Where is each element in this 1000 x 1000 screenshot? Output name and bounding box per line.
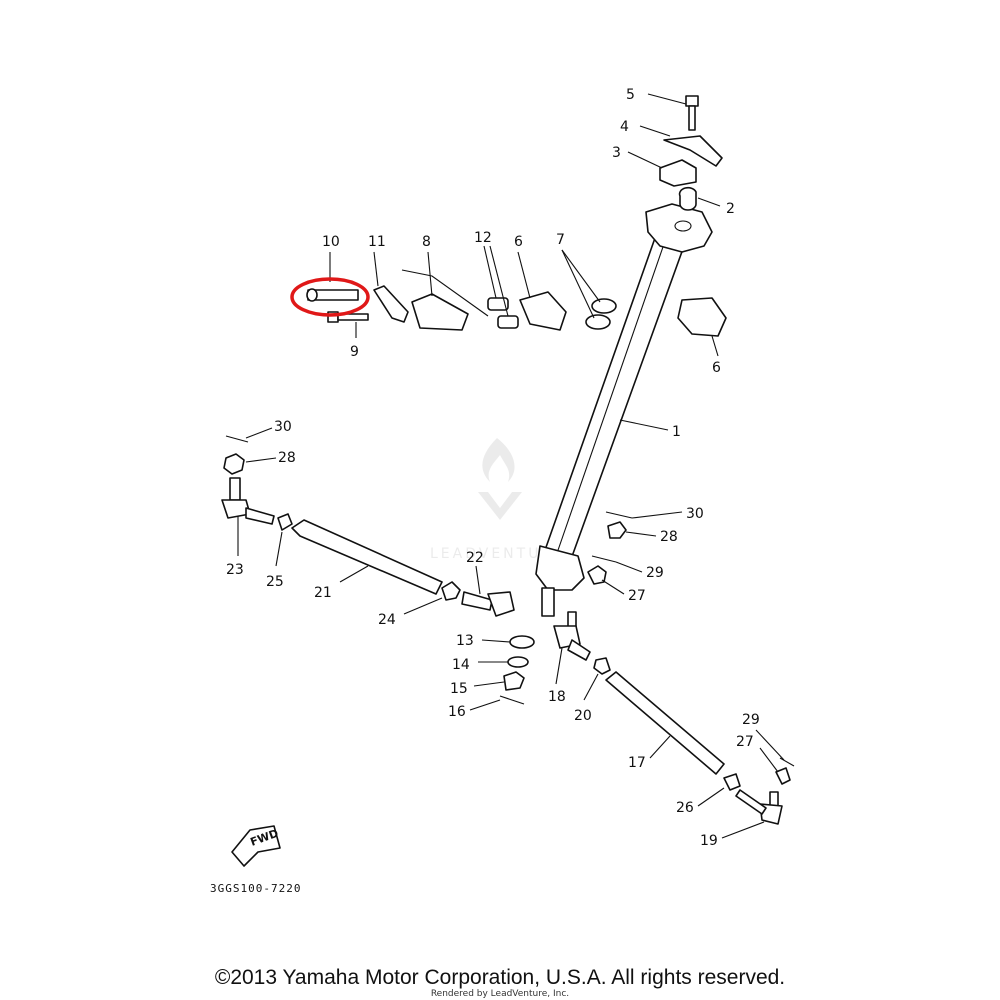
part-label: 1 <box>672 424 681 440</box>
part-label: 21 <box>314 585 332 601</box>
link <box>373 285 409 323</box>
part-label: 23 <box>226 562 244 578</box>
part-label: 5 <box>626 87 635 103</box>
nut-26 <box>277 513 293 531</box>
part-label: 30 <box>686 506 704 522</box>
part-label: 6 <box>712 360 721 376</box>
rod-end-bottom <box>735 789 783 825</box>
nut-28-right <box>607 521 627 539</box>
washer-14 <box>507 656 529 668</box>
highlight-ring <box>290 277 370 317</box>
stopper-bracket <box>401 269 489 331</box>
holder-plate <box>663 135 723 167</box>
bolt-9 <box>327 311 369 323</box>
part-label: 20 <box>574 708 592 724</box>
part-label: 28 <box>660 529 678 545</box>
cotter-pin-29-right <box>591 555 617 563</box>
svg-text:LEADVENTURE: LEADVENTURE <box>430 546 566 562</box>
bearing-holder-half <box>519 291 567 331</box>
part-label: 13 <box>456 633 474 649</box>
part-label: 30 <box>274 419 292 435</box>
rod-end-right <box>553 611 591 661</box>
part-label: 15 <box>450 681 468 697</box>
leadventure-watermark: LEADVENTURE <box>430 438 566 562</box>
part-label: 24 <box>378 612 396 628</box>
steering-column <box>535 203 713 617</box>
collar <box>306 288 359 302</box>
part-labels: 5 4 3 2 10 11 8 12 6 7 9 6 1 30 28 23 25… <box>226 87 760 849</box>
nut-28-left <box>223 453 245 475</box>
part-label: 16 <box>448 704 466 720</box>
rod-end-center <box>461 591 515 617</box>
part-label: 29 <box>646 565 664 581</box>
diagram-code: 3GGS100-7220 <box>210 882 301 895</box>
cotter-pin-16 <box>499 695 525 705</box>
column-holder <box>659 159 697 187</box>
collars <box>487 297 519 329</box>
bolt-5 <box>685 95 699 131</box>
nut-27-bottom <box>775 767 791 785</box>
part-label: 27 <box>628 588 646 604</box>
cotter-pin-30-left <box>225 435 249 443</box>
part-label: 8 <box>422 234 431 250</box>
part-label: 22 <box>466 550 484 566</box>
nut-21 <box>723 773 741 791</box>
tie-rod-right <box>605 671 725 775</box>
cotter-pin-29-bottom <box>779 757 795 767</box>
part-label: 17 <box>628 755 646 771</box>
nut-20 <box>593 657 611 675</box>
copyright-notice: ©2013 Yamaha Motor Corporation, U.S.A. A… <box>214 966 786 989</box>
rod-end-left <box>221 477 275 525</box>
nut-25 <box>441 581 461 601</box>
part-label: 6 <box>514 234 523 250</box>
part-label: 11 <box>368 234 386 250</box>
part-label: 25 <box>266 574 284 590</box>
part-label: 2 <box>726 201 735 217</box>
nut-15 <box>503 671 525 691</box>
bushing <box>678 186 697 211</box>
part-label: 14 <box>452 657 470 673</box>
cotter-pin-30-right <box>605 511 633 519</box>
rendered-by-credit: Rendered by LeadVenture, Inc. <box>430 989 570 999</box>
bearing-holder <box>677 297 727 337</box>
leader-lines <box>237 93 785 839</box>
part-label: 4 <box>620 119 629 135</box>
part-label: 26 <box>676 800 694 816</box>
part-label: 12 <box>474 230 492 246</box>
part-label: 9 <box>350 344 359 360</box>
tie-rod-left <box>291 519 443 595</box>
fwd-arrow: FWD <box>231 825 281 867</box>
part-label: 19 <box>700 833 718 849</box>
circlips <box>585 298 617 330</box>
part-label: 10 <box>322 234 340 250</box>
part-label: 29 <box>742 712 760 728</box>
part-label: 28 <box>278 450 296 466</box>
part-label: 18 <box>548 689 566 705</box>
nut-27-right <box>587 565 607 585</box>
part-label: 3 <box>612 145 621 161</box>
part-label: 27 <box>736 734 754 750</box>
part-label: 7 <box>556 232 565 248</box>
washer-13 <box>509 635 535 649</box>
